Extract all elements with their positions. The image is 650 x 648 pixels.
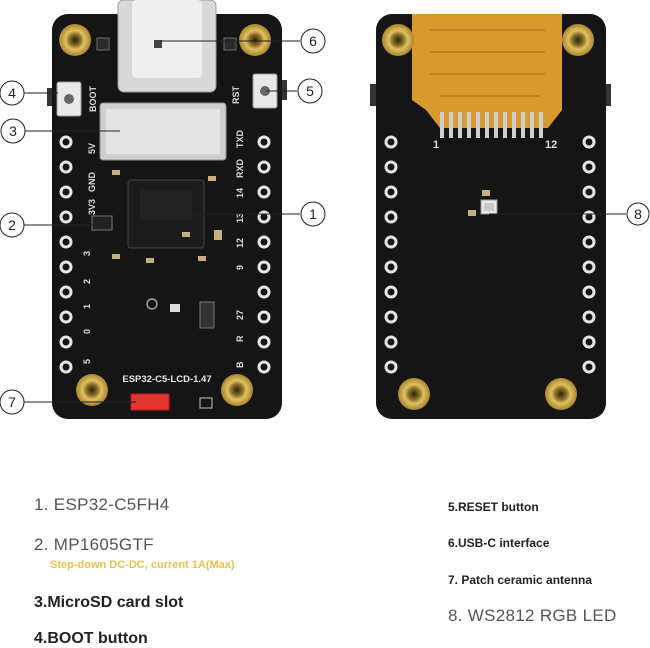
callout-2-marker xyxy=(0,212,25,238)
silk-pin-label: 12 xyxy=(235,238,245,248)
ceramic-antenna xyxy=(130,393,170,411)
callout-5-label: 5 xyxy=(306,83,314,99)
callout-markers xyxy=(0,28,650,415)
legend-item-6: 6.USB-C interface xyxy=(448,536,550,550)
silk-pin-label: 2 xyxy=(82,279,92,284)
board-back: 1 12 xyxy=(370,14,611,419)
callout-7-marker xyxy=(0,389,25,415)
boot-button-cap xyxy=(47,88,55,106)
mounting-hole xyxy=(398,378,430,410)
silk-pin-label: 13 xyxy=(235,213,245,223)
silk-gnd: GND xyxy=(87,172,97,193)
silk-board-name: ESP32-C5-LCD-1.47 xyxy=(122,374,211,385)
front-right-pins xyxy=(257,135,271,374)
callout-3-label: 3 xyxy=(9,123,17,139)
mounting-hole xyxy=(239,24,271,56)
board-front: BOOT RST 5V GND 3V3 RXD TXD 14 13 12 9 2… xyxy=(47,0,287,419)
legend-item-7: 7. Patch ceramic antenna xyxy=(448,573,593,587)
reset-button-cap xyxy=(279,80,287,100)
fpc-contacts xyxy=(440,112,543,138)
silk-left-pin-labels: 3 2 1 0 5 xyxy=(82,251,92,364)
silk-right-pin-labels: 14 13 12 9 27 R B xyxy=(235,188,245,368)
silk-rst: RST xyxy=(231,85,241,104)
silk-pin-label: 1 xyxy=(82,304,92,309)
mounting-hole xyxy=(545,378,577,410)
silk-pin-label: 5 xyxy=(82,359,92,364)
callout-1-label: 1 xyxy=(309,206,317,222)
legend-item-1: 1. ESP32-C5FH4 xyxy=(34,495,170,514)
mounting-hole xyxy=(76,374,108,406)
silk-txd: TXD xyxy=(235,129,245,148)
silk-pin-label: 9 xyxy=(235,265,245,270)
callout-4-label: 4 xyxy=(8,85,16,101)
display-fpc xyxy=(412,14,562,128)
silk-pin-label: 27 xyxy=(235,310,245,320)
legend-item-2-subtitle: Step-down DC-DC, current 1A(Max) xyxy=(50,559,235,571)
callout-7-label: 7 xyxy=(8,394,16,410)
callout-5-marker xyxy=(297,78,323,104)
silk-pin-label: 0 xyxy=(82,329,92,334)
fpc-pin-first: 1 xyxy=(433,139,439,151)
board-diagram: BOOT RST 5V GND 3V3 RXD TXD 14 13 12 9 2… xyxy=(0,0,650,419)
smd-components xyxy=(112,170,222,263)
silk-rxd: RXD xyxy=(235,158,245,178)
back-left-pins xyxy=(384,135,398,374)
callout-2-label: 2 xyxy=(8,217,16,233)
silk-3v3: 3V3 xyxy=(87,199,97,215)
callout-6-marker xyxy=(300,28,326,54)
mounting-hole xyxy=(59,24,91,56)
callout-lines xyxy=(24,40,626,403)
callout-3-marker xyxy=(0,118,26,144)
silk-pin-label: B xyxy=(235,361,245,368)
mounting-hole xyxy=(221,374,253,406)
silk-5v: 5V xyxy=(87,143,97,154)
legend-item-5: 5.RESET button xyxy=(448,500,539,514)
silk-boot: BOOT xyxy=(88,85,98,112)
legend-item-2: 2. MP1605GTF xyxy=(34,535,154,554)
legend-item-3: 3.MicroSD card slot xyxy=(34,594,184,611)
callout-8-marker xyxy=(626,202,650,226)
legend-item-8: 8. WS2812 RGB LED xyxy=(448,606,617,625)
callout-6-label: 6 xyxy=(309,33,317,49)
silk-pin-label: R xyxy=(235,335,245,342)
callout-4-marker xyxy=(0,80,25,106)
callout-1-marker xyxy=(300,201,326,227)
legend-item-4: 4.BOOT button xyxy=(34,630,148,647)
front-left-pins xyxy=(59,135,73,374)
silk-pin-label: 3 xyxy=(82,251,92,256)
callout-8-label: 8 xyxy=(634,206,642,222)
mp1605-regulator xyxy=(91,215,113,231)
mounting-hole xyxy=(562,24,594,56)
silk-pin-label: 14 xyxy=(235,188,245,198)
fpc-pin-last: 12 xyxy=(545,139,557,151)
callout-numbers: 1 2 3 4 5 6 7 8 xyxy=(8,33,642,410)
mounting-hole xyxy=(382,24,414,56)
